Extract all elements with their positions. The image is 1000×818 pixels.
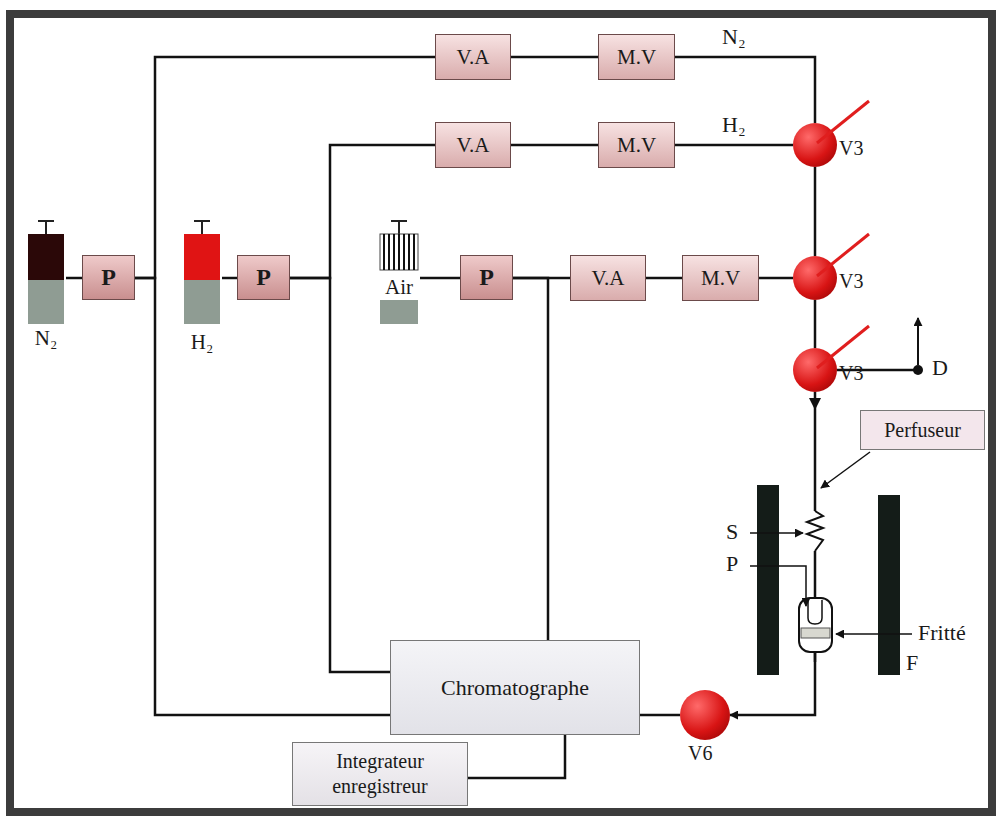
- cylinder-shape: [378, 220, 420, 324]
- leader-arrow: [821, 452, 870, 488]
- furnace-wall: [757, 485, 779, 675]
- vent-arrow: [917, 318, 919, 365]
- three-way-valve: V3: [793, 348, 837, 392]
- gas-line: [759, 277, 793, 280]
- node-text: Air: [378, 275, 420, 300]
- gas-line: [222, 277, 237, 280]
- valve-handle: [793, 348, 837, 392]
- gas-line: [675, 144, 793, 147]
- three-way-valve: V3: [793, 123, 837, 167]
- node-text: M.V: [617, 45, 656, 70]
- tube: [814, 652, 817, 662]
- valve-box: V.A: [435, 122, 511, 168]
- valve-handle: [793, 123, 837, 167]
- part-label: Fritté: [916, 620, 968, 646]
- gas-line: [730, 392, 815, 715]
- part-label: F: [904, 650, 920, 676]
- gas-cylinder: Air: [378, 220, 420, 324]
- pressure-regulator: P: [460, 255, 513, 300]
- gas-line: [646, 277, 682, 280]
- gas-line: [640, 714, 680, 717]
- gas-line: [814, 167, 817, 256]
- pressure-regulator: P: [82, 255, 135, 300]
- node-text: V6: [688, 742, 712, 765]
- drain-point: [913, 365, 923, 375]
- gas-line: [135, 57, 435, 278]
- frame-border: [10, 14, 992, 812]
- leader-arrow: [750, 532, 803, 534]
- gas-line: [468, 735, 565, 778]
- gas-line: [513, 278, 548, 640]
- flowmeter-box: M.V: [598, 34, 675, 80]
- node-text: M.V: [701, 266, 740, 291]
- node-text: V3: [839, 270, 863, 293]
- valve-box: V.A: [570, 255, 646, 301]
- node-text: Integrateur enregistreur: [293, 749, 467, 799]
- gas-cylinder: H₂: [182, 220, 222, 360]
- node-text: V.A: [592, 266, 625, 291]
- node-text: V3: [839, 137, 863, 160]
- part-label: S: [724, 519, 740, 545]
- valve-handle: [793, 256, 837, 300]
- gas-line: [290, 278, 390, 672]
- line-label: H₂: [720, 112, 748, 138]
- gas-line: [814, 300, 817, 348]
- node-text: P: [256, 264, 271, 291]
- chromatograph-box: Chromatographe: [390, 640, 640, 735]
- part-label: P: [724, 551, 740, 577]
- three-way-valve: V3: [793, 256, 837, 300]
- six-way-valve: V6: [680, 690, 730, 740]
- coil-ground: [805, 511, 827, 551]
- flowmeter-box: M.V: [682, 255, 759, 301]
- gas-line: [66, 277, 82, 280]
- gas-line: [290, 145, 435, 278]
- line-label: N₂: [720, 24, 748, 50]
- valve-box: V.A: [435, 34, 511, 80]
- integrator-box: Integrateur enregistreur: [292, 742, 468, 806]
- gas-line: [420, 277, 460, 280]
- leader-arrow: [750, 566, 806, 606]
- flow-arrow: [809, 398, 821, 410]
- callout-box: Perfuseur: [860, 410, 985, 450]
- gas-line: [511, 144, 598, 147]
- node-text: H₂: [182, 330, 222, 355]
- leader-arrow: [836, 633, 912, 635]
- pressure-regulator: P: [237, 255, 290, 300]
- gas-line: [511, 56, 598, 59]
- node-text: P: [101, 264, 116, 291]
- node-text: Perfuseur: [884, 419, 961, 442]
- frit-reactor: [799, 598, 832, 652]
- node-text: N₂: [26, 326, 66, 351]
- node-text: V.A: [457, 133, 490, 158]
- part-label: D: [930, 355, 950, 381]
- frit-cup: [808, 600, 822, 624]
- node-text: V.A: [457, 45, 490, 70]
- gas-cylinder: N₂: [26, 220, 66, 354]
- frit-disc: [801, 628, 830, 638]
- node-text: Chromatographe: [441, 675, 589, 701]
- furnace-wall: [878, 495, 900, 675]
- node-text: P: [479, 264, 494, 291]
- gas-line: [135, 278, 390, 715]
- sample-coil: [807, 511, 823, 551]
- node-text: M.V: [617, 133, 656, 158]
- node-text: V3: [839, 362, 863, 385]
- flowmeter-box: M.V: [598, 122, 675, 168]
